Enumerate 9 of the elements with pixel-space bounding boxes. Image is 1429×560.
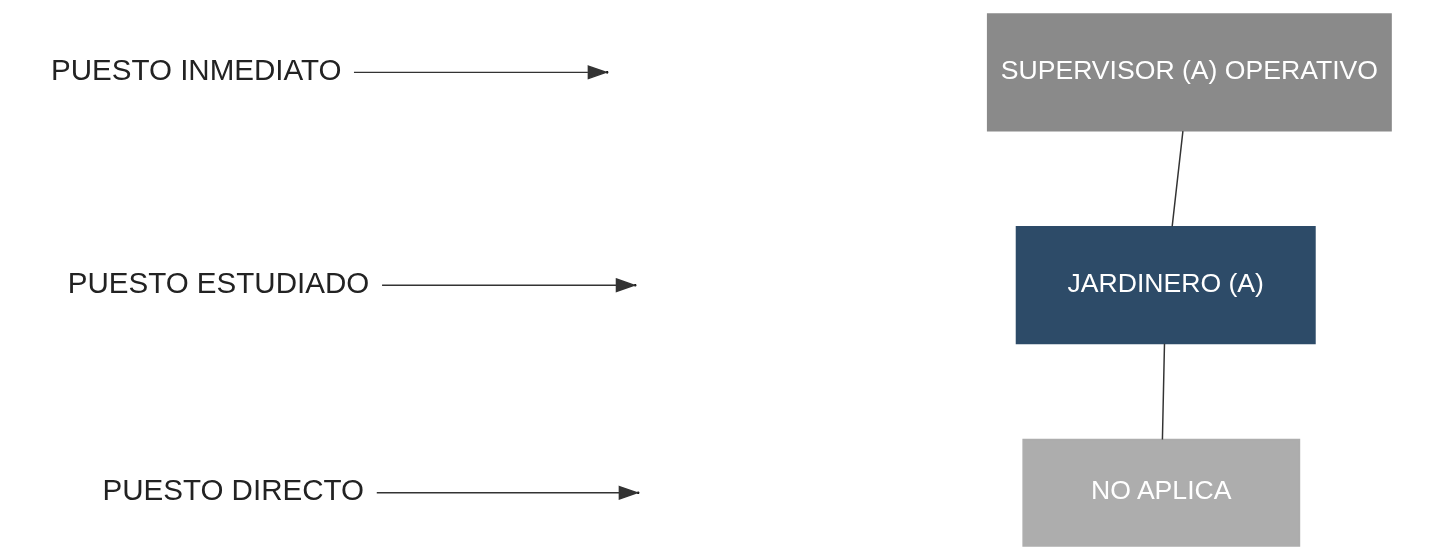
arrow	[352, 65, 608, 80]
node-text: PUESTO ESTUDIADO	[67, 265, 369, 299]
node-box: JARDINERO (A)	[1015, 226, 1316, 345]
node-box: NO APLICA	[1021, 438, 1300, 547]
connector	[1170, 130, 1184, 228]
connector	[1161, 342, 1165, 441]
node-box: SUPERVISOR (A) OPERATIVO	[986, 13, 1392, 132]
node-text: PUESTO INMEDIATO	[50, 52, 342, 86]
node-text: PUESTO DIRECTO	[101, 473, 364, 507]
